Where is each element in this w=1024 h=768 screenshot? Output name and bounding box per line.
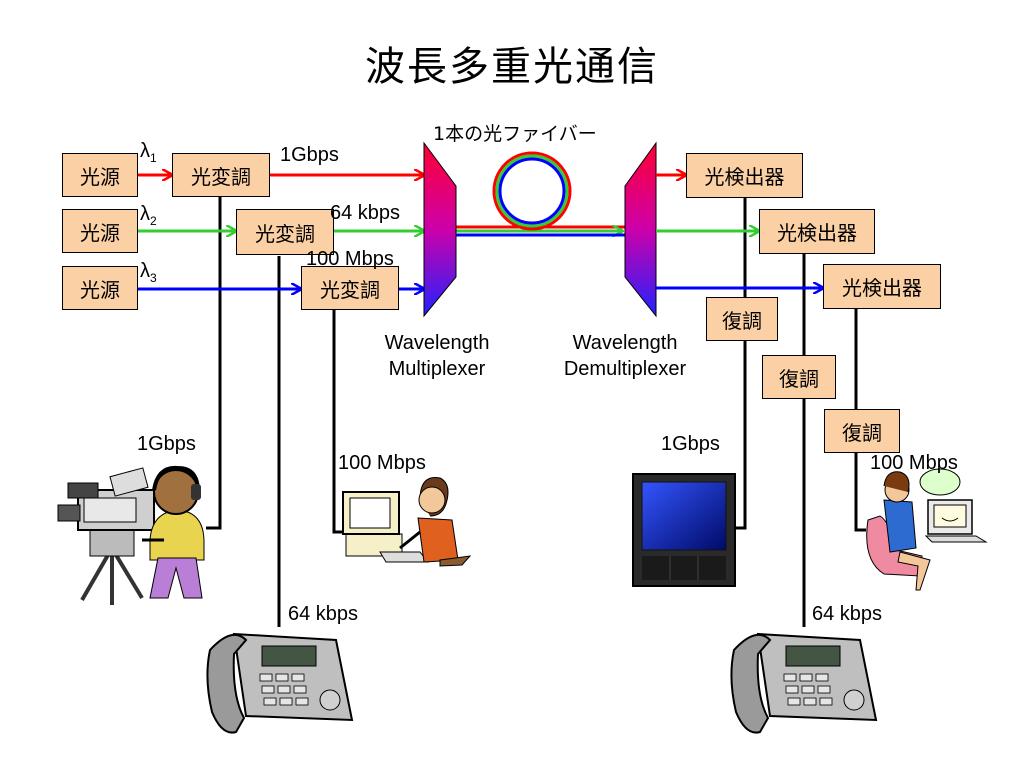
demodulator-1: 復調 <box>706 297 778 341</box>
wavelength-demultiplexer <box>624 141 657 318</box>
optical-modulator-1: 光変調 <box>172 153 270 197</box>
telephone-icon <box>206 632 354 734</box>
optical-modulator-3: 光変調 <box>301 266 399 310</box>
light-source-3: 光源 <box>62 266 138 310</box>
rate-label-ch3: 100 Mbps <box>306 248 394 270</box>
desktop-computer-user-icon-right <box>866 468 988 591</box>
rate-label-computer-right: 100 Mbps <box>870 452 958 474</box>
rate-label-phone-left: 64 kbps <box>288 603 359 625</box>
signal-wires-left <box>206 196 345 627</box>
optical-detector-3: 光検出器 <box>823 264 941 309</box>
optical-detector-1: 光検出器 <box>686 153 803 198</box>
rate-label-tv: 1Gbps <box>661 433 720 455</box>
optical-detector-2: 光検出器 <box>759 209 875 254</box>
demodulator-2: 復調 <box>762 355 836 399</box>
lambda-1-label: λ1 <box>140 140 157 165</box>
rate-label-computer-left: 100 Mbps <box>338 452 426 474</box>
lambda-2-label: λ2 <box>140 203 157 228</box>
wavelength-multiplexer <box>423 141 457 318</box>
lambda-3-label: λ3 <box>140 260 157 285</box>
optical-channels-left <box>138 175 424 289</box>
rate-label-camera: 1Gbps <box>137 433 196 455</box>
rate-label-ch2: 64 kbps <box>330 202 401 224</box>
light-source-2: 光源 <box>62 209 138 253</box>
desktop-computer-user-icon <box>342 476 472 567</box>
optical-modulator-2: 光変調 <box>236 209 334 255</box>
video-camera-operator-icon <box>57 465 205 605</box>
rate-label-ch1: 1Gbps <box>280 144 339 166</box>
light-source-1: 光源 <box>62 153 138 197</box>
rate-label-phone-right: 64 kbps <box>812 603 883 625</box>
television-icon <box>632 473 736 587</box>
fiber-bundle <box>456 151 625 235</box>
telephone-icon-right <box>730 632 878 734</box>
demodulator-3: 復調 <box>824 409 900 453</box>
optical-channels-right <box>656 175 823 288</box>
fiber-label: 1本の光ファイバー <box>433 123 597 145</box>
page-title: 波長多重光通信 <box>365 44 659 90</box>
